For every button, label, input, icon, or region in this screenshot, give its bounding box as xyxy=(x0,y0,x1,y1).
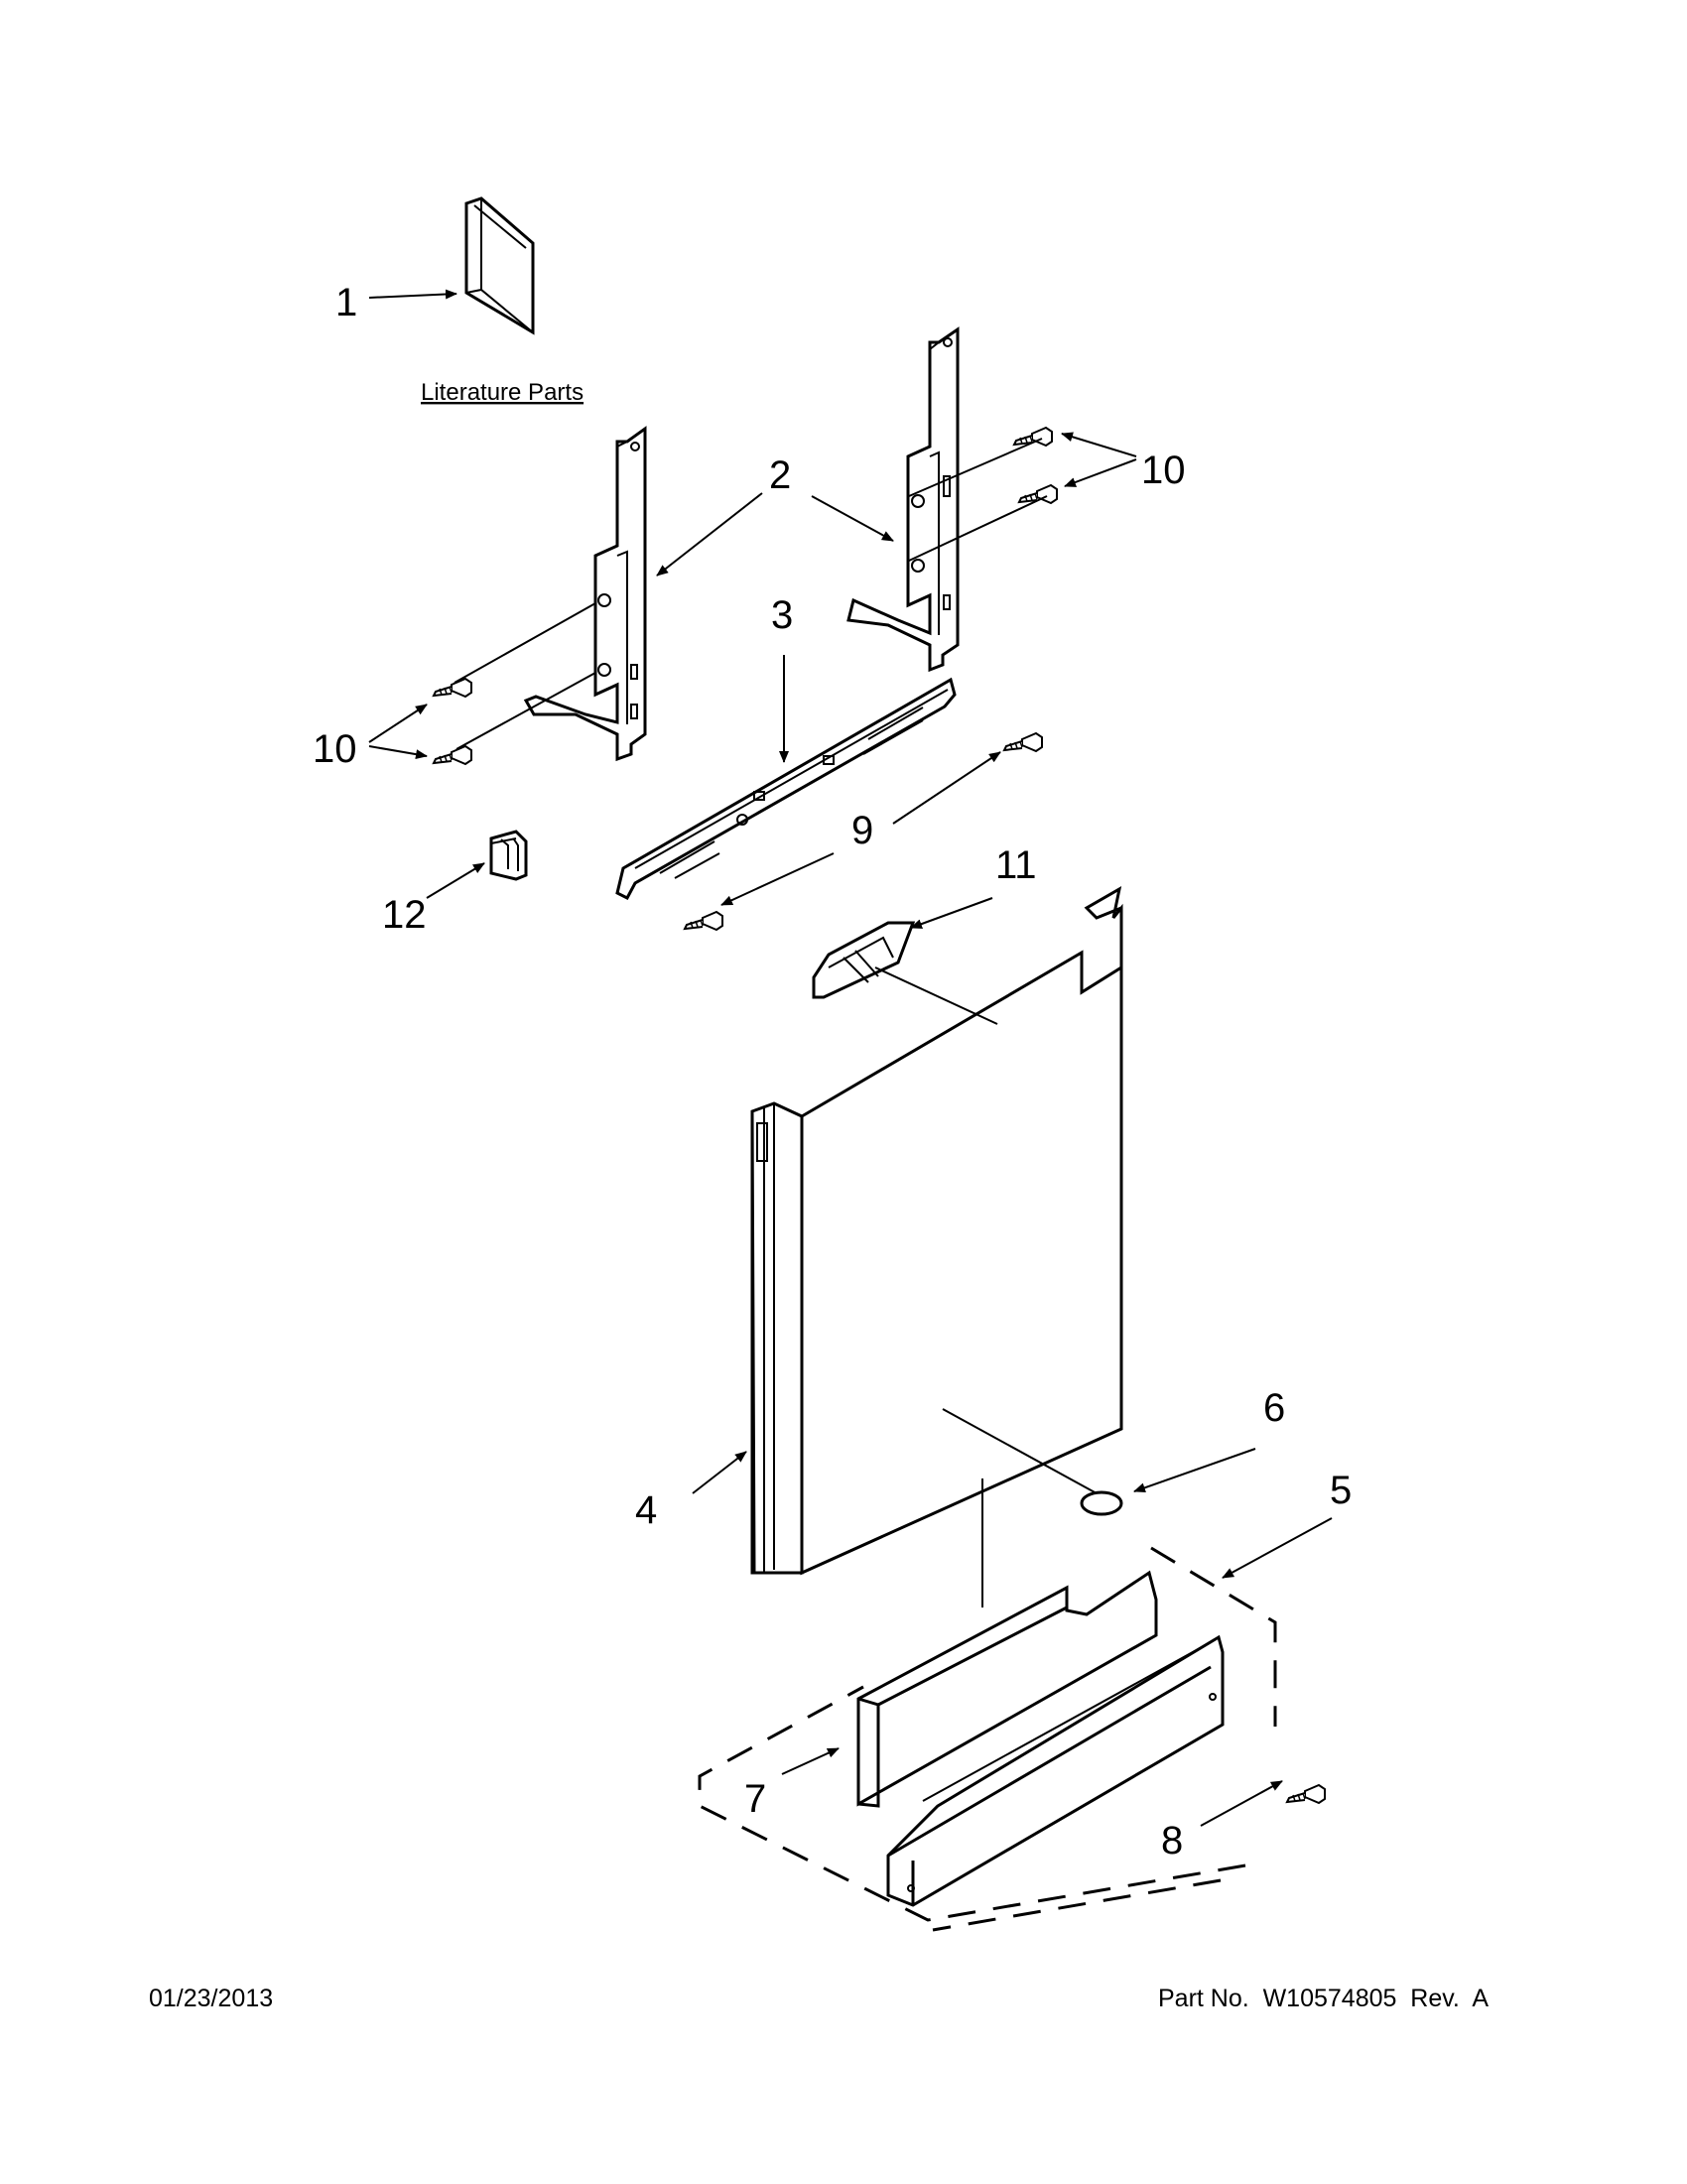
callout-11: 11 xyxy=(995,843,1037,887)
callout-3: 3 xyxy=(771,593,793,637)
mounting-rail xyxy=(615,677,957,900)
footer-date: 01/23/2013 xyxy=(149,1985,274,2012)
rail-screw-left xyxy=(684,911,723,931)
callout-12: 12 xyxy=(382,893,427,937)
callout-10-right: 10 xyxy=(1141,449,1186,492)
toe-panel xyxy=(886,1634,1225,1907)
callout-6: 6 xyxy=(1263,1386,1285,1430)
dashed-assembly-outline xyxy=(698,1546,1277,1922)
callout-7: 7 xyxy=(744,1777,766,1821)
literature-booklet xyxy=(464,196,535,335)
insulation-pad xyxy=(856,1570,1158,1808)
hinge-screw-left-upper xyxy=(433,678,472,698)
callout-4: 4 xyxy=(635,1488,657,1532)
callout-9: 9 xyxy=(851,809,873,852)
literature-parts-label: Literature Parts xyxy=(421,379,584,406)
right-hinge-bracket xyxy=(846,326,960,673)
hinge-screw-left-lower xyxy=(433,745,472,765)
callout-5: 5 xyxy=(1330,1469,1352,1512)
callout-8: 8 xyxy=(1161,1819,1183,1863)
leader-lines xyxy=(368,289,1333,1827)
callout-1: 1 xyxy=(335,281,357,324)
rail-screw-right xyxy=(1003,732,1043,752)
callout-2: 2 xyxy=(769,453,791,497)
toe-panel-screw xyxy=(1286,1784,1326,1804)
door-handle xyxy=(812,921,916,999)
small-clip xyxy=(489,830,528,881)
callout-10-left: 10 xyxy=(313,727,357,771)
oval-plug xyxy=(1080,1490,1123,1516)
door-panel xyxy=(750,886,1123,1576)
left-hinge-bracket xyxy=(523,426,647,762)
footer-part-number: Part No. W10574805 Rev. A xyxy=(1158,1985,1490,2012)
